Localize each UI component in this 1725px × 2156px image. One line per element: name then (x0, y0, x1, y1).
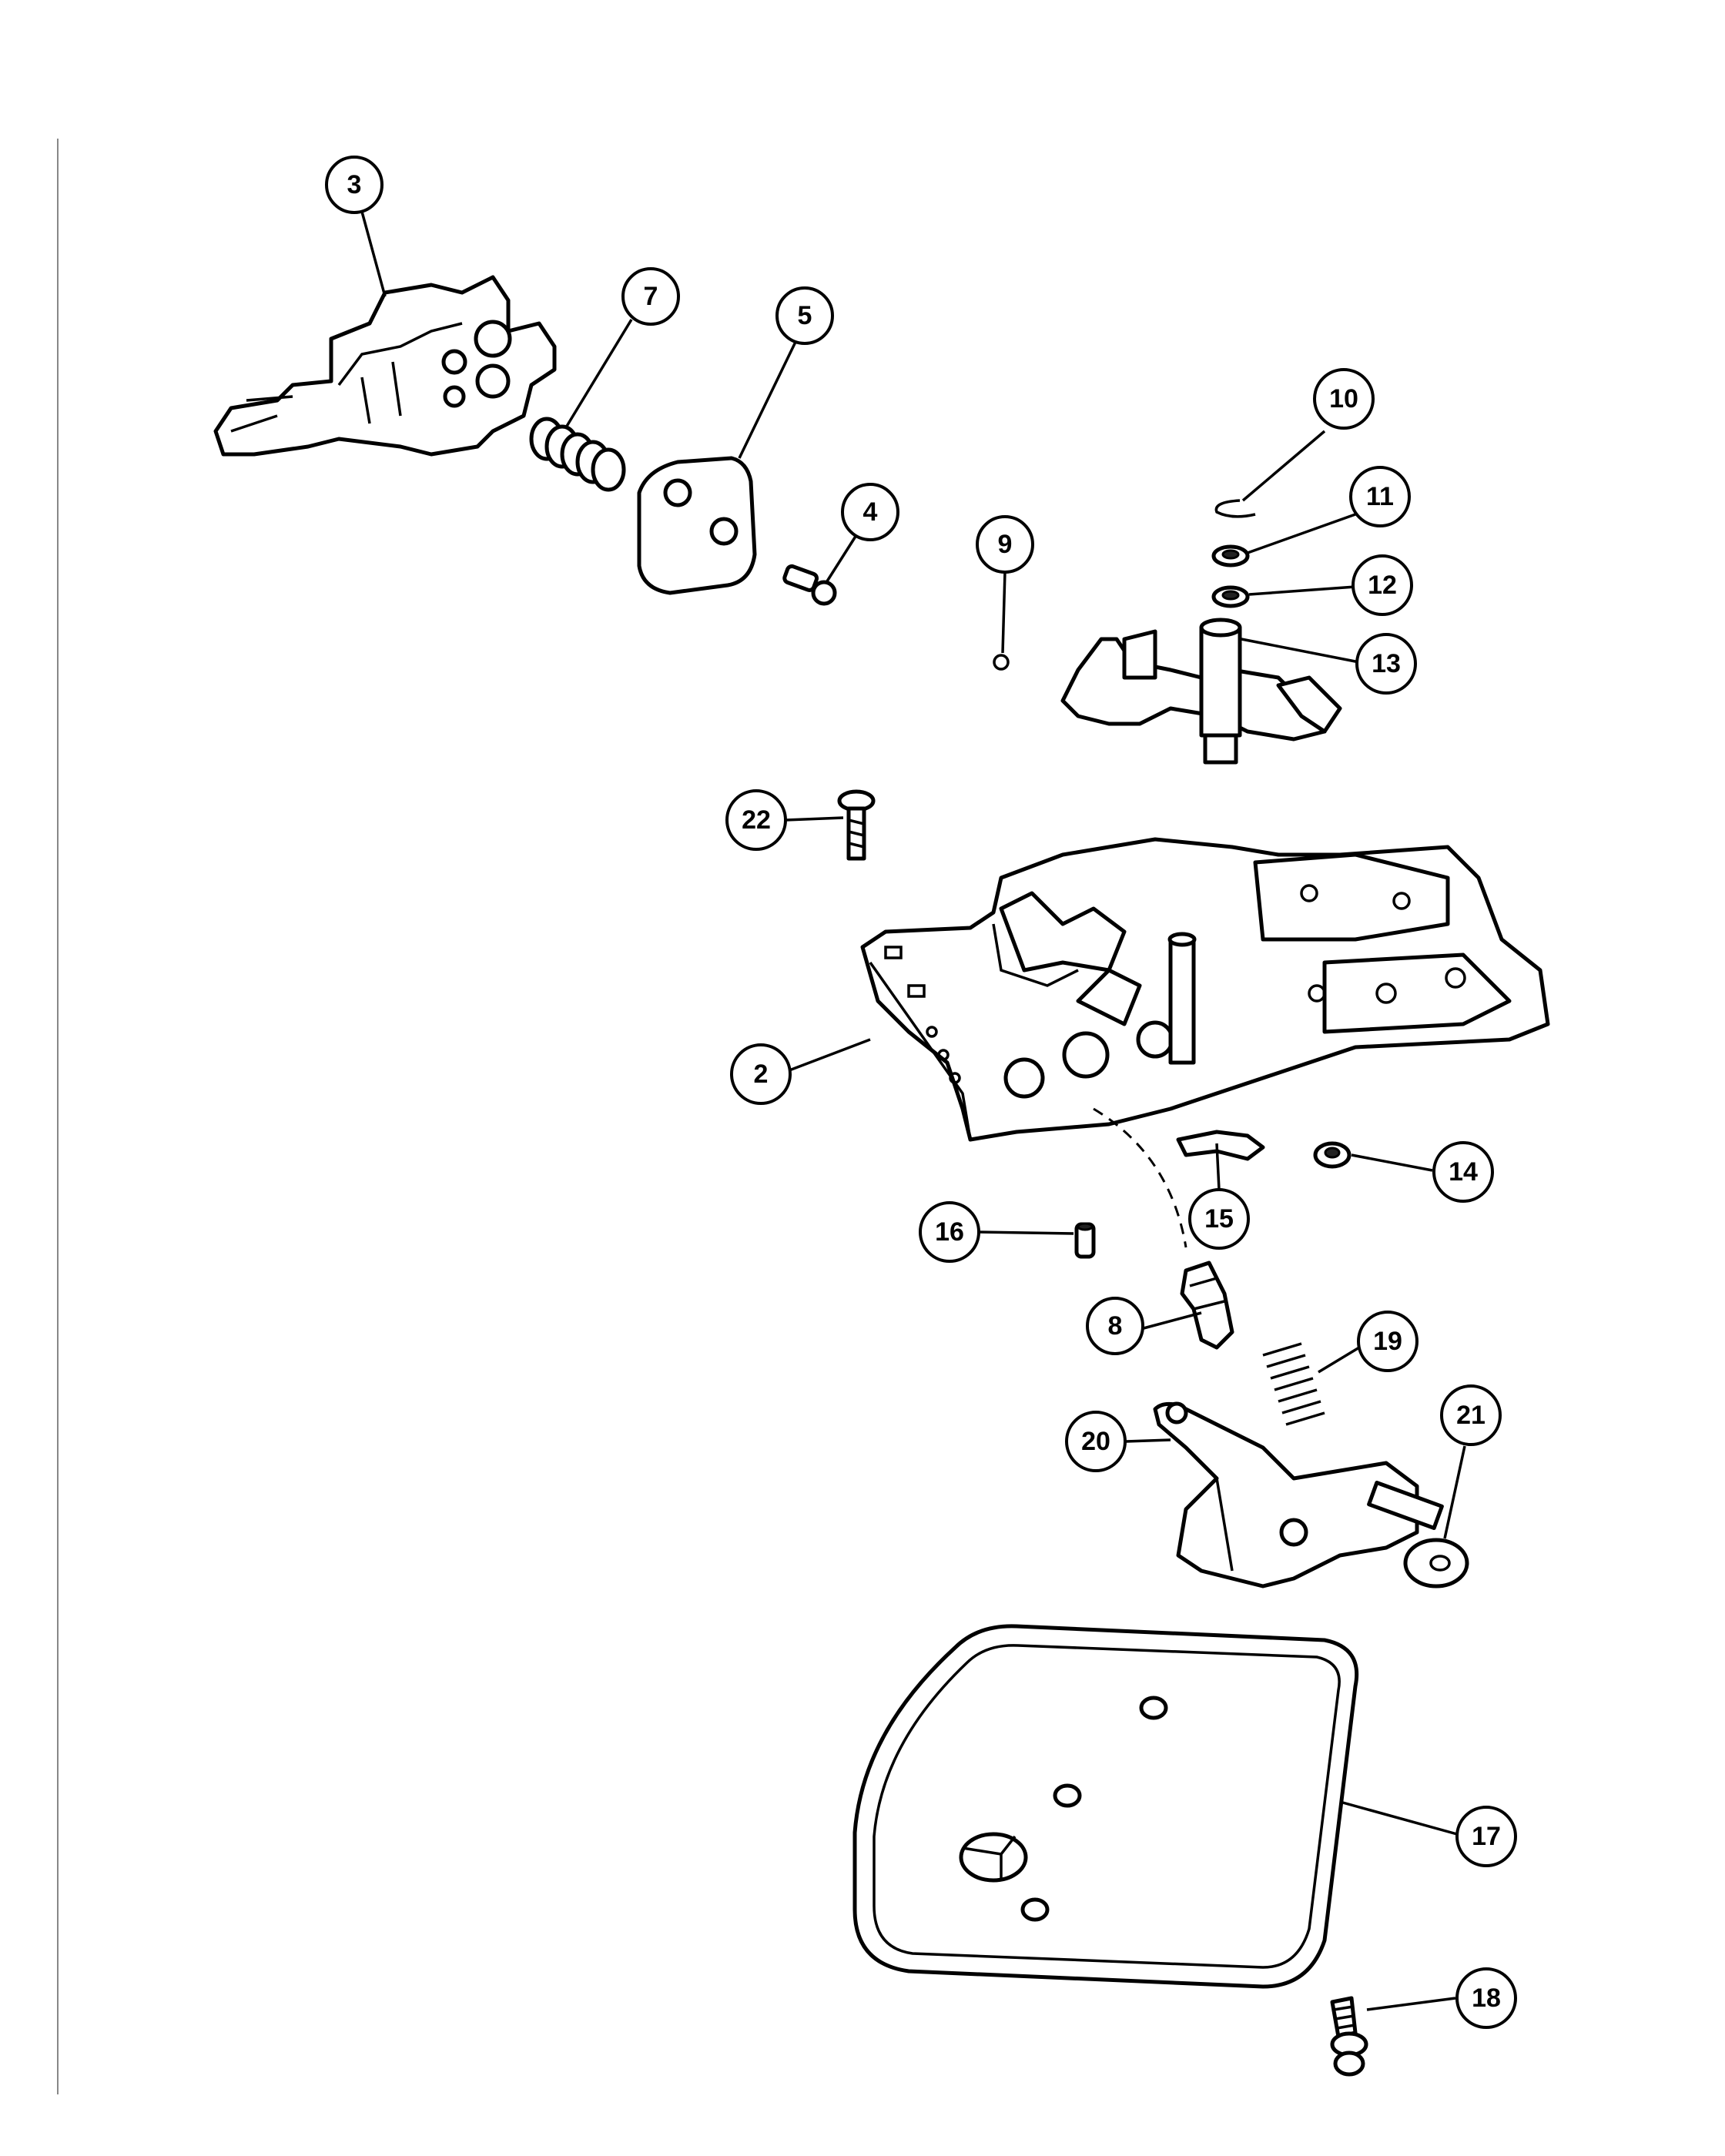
dashed-connector (1093, 1107, 1187, 1248)
part-4-screw (782, 564, 837, 606)
callout-label-4: 4 (863, 497, 878, 527)
callout-label-18: 18 (1472, 1984, 1501, 2013)
callout-label-2: 2 (754, 1060, 769, 1089)
callout-21: 21 (1440, 1384, 1502, 1446)
part-3-valve-housing (213, 275, 557, 457)
callout-15: 15 (1188, 1188, 1250, 1250)
leader-lines (360, 211, 1466, 2011)
part-5-cover-plate (637, 456, 757, 595)
callout-label-12: 12 (1368, 571, 1397, 600)
part-7-spring (529, 417, 626, 492)
callout-label-14: 14 (1449, 1157, 1478, 1187)
callout-17: 17 (1455, 1806, 1517, 1867)
callout-8: 8 (1086, 1297, 1144, 1355)
callout-label-5: 5 (798, 301, 812, 330)
callout-label-22: 22 (742, 805, 771, 835)
callout-16: 16 (919, 1201, 980, 1263)
part-20-bracket (1153, 1401, 1419, 1589)
callout-label-16: 16 (935, 1217, 964, 1247)
part-9-ball (993, 654, 1010, 671)
callout-10: 10 (1313, 368, 1375, 430)
callout-12: 12 (1352, 554, 1413, 616)
callout-label-13: 13 (1372, 649, 1401, 678)
callout-label-3: 3 (347, 170, 362, 199)
callout-label-10: 10 (1329, 384, 1358, 413)
part-17-oil-filter (852, 1624, 1359, 1989)
callout-22: 22 (725, 789, 787, 851)
callout-2: 2 (730, 1043, 792, 1105)
callout-label-21: 21 (1456, 1401, 1486, 1430)
part-10-clip (1214, 499, 1256, 518)
callout-3: 3 (325, 156, 384, 214)
part-16-pin (1074, 1222, 1096, 1259)
part-8-valve (1180, 1260, 1234, 1350)
callout-13: 13 (1355, 633, 1417, 695)
callout-label-19: 19 (1373, 1327, 1402, 1356)
callout-label-8: 8 (1108, 1311, 1123, 1341)
callout-19: 19 (1357, 1311, 1419, 1372)
part-13-manual-lever (1060, 618, 1342, 765)
part-21-adjusting-screw (1367, 1481, 1469, 1589)
callout-7: 7 (621, 267, 680, 326)
callout-label-7: 7 (644, 282, 658, 311)
callout-label-11: 11 (1366, 482, 1394, 511)
callout-14: 14 (1432, 1141, 1494, 1203)
part-14-nut (1313, 1141, 1352, 1169)
callout-11: 11 (1349, 466, 1411, 527)
callout-4: 4 (841, 483, 899, 541)
part-19-spring (1262, 1342, 1325, 1426)
part-22-bolt (837, 789, 876, 861)
part-12-washer (1211, 585, 1250, 608)
callout-18: 18 (1455, 1967, 1517, 2029)
part-2-valve-body (860, 837, 1550, 1142)
callout-20: 20 (1065, 1411, 1127, 1472)
part-18-screw (1330, 1996, 1368, 2077)
callout-9: 9 (976, 515, 1034, 574)
callout-label-15: 15 (1204, 1204, 1234, 1234)
part-11-washer (1211, 544, 1250, 567)
callout-label-9: 9 (998, 530, 1013, 559)
part-15-detent-spring (1176, 1130, 1265, 1161)
callout-5: 5 (775, 286, 834, 345)
callout-label-17: 17 (1472, 1822, 1501, 1851)
callout-label-20: 20 (1081, 1427, 1110, 1456)
